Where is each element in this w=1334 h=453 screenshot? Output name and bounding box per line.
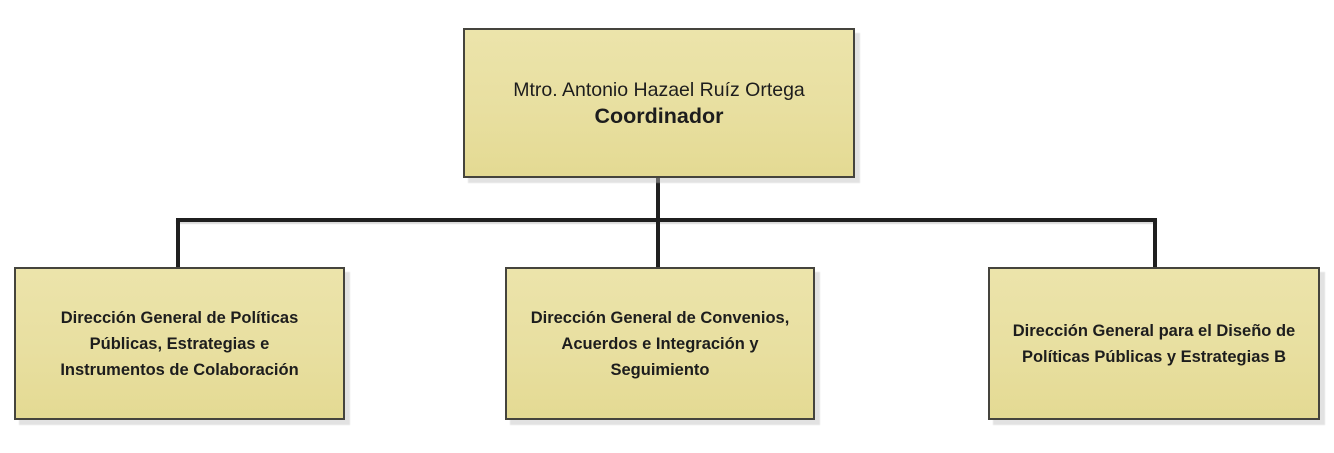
connector-horizontal	[176, 218, 1157, 222]
org-node-label: Dirección General de Convenios, Acuerdos…	[530, 308, 790, 379]
connector-root-stem	[656, 178, 660, 222]
connector-drop-right	[1153, 220, 1157, 267]
org-node-label: Dirección General de Políticas Públicas,…	[60, 308, 299, 379]
connector-drop-middle	[656, 220, 660, 267]
org-node-politicas-publicas: Dirección General de Políticas Públicas,…	[14, 267, 345, 420]
connector-drop-left	[176, 220, 180, 267]
coordinator-title: Coordinador	[594, 103, 724, 128]
coordinator-name: Mtro. Antonio Hazael Ruíz Ortega	[513, 78, 805, 101]
org-node-label: Dirección General para el Diseño de Polí…	[1012, 321, 1296, 366]
org-node-diseno-politicas: Dirección General para el Diseño de Polí…	[988, 267, 1320, 420]
org-node-coordinator: Mtro. Antonio Hazael Ruíz Ortega Coordin…	[463, 28, 855, 178]
org-node-convenios: Dirección General de Convenios, Acuerdos…	[505, 267, 815, 420]
